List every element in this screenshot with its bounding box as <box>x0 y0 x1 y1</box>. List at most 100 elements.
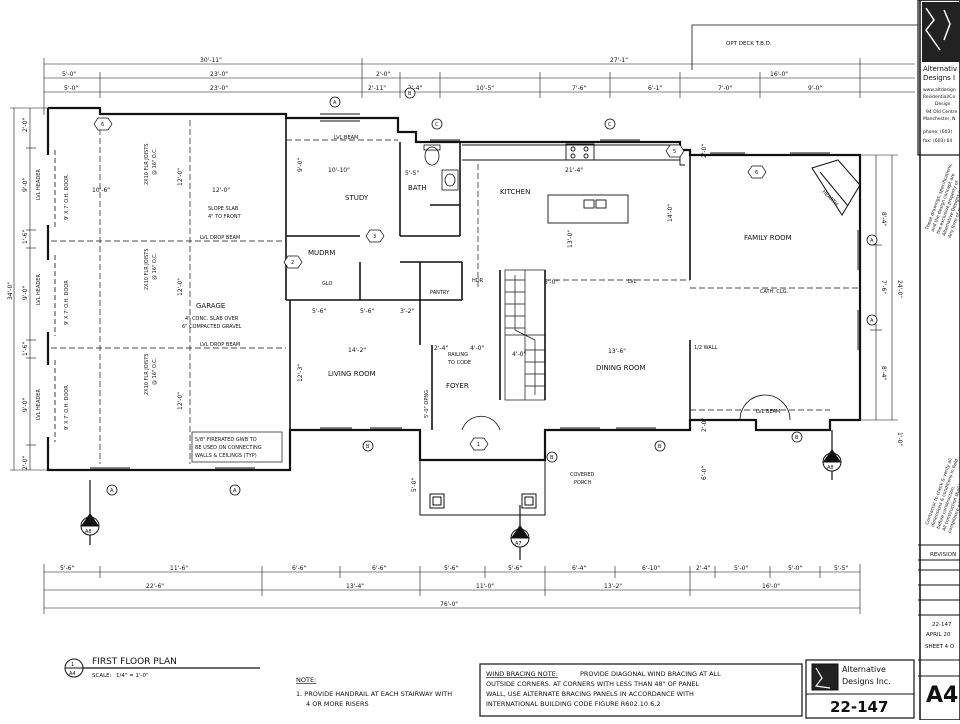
mud-glo: GLO <box>322 281 332 287</box>
window-tags <box>93 117 767 451</box>
svg-text:8'-4": 8'-4" <box>880 366 887 380</box>
oh-door-2: 9' X 7' O.H. DOOR <box>64 280 70 325</box>
svg-text:B: B <box>829 456 833 462</box>
dim-bot-8: 6'-10" <box>642 565 660 572</box>
dim-top-overall-left: 30'-11" <box>200 57 222 64</box>
svg-text:A: A <box>870 238 874 244</box>
sheet-number-big: A4 <box>926 683 958 708</box>
slope-note-1: SLOPE SLAB <box>208 206 239 212</box>
svg-text:1: 1 <box>477 442 480 448</box>
dim-bot-1: 5'-6" <box>60 565 74 572</box>
dim-top-d: 2'-4" <box>408 85 422 92</box>
svg-text:A8: A8 <box>85 529 92 535</box>
railing-1: RAILING <box>448 352 468 358</box>
dim-porch: 5'-0" <box>411 478 418 492</box>
dim-fam-w: 2'-0" <box>701 144 708 158</box>
exterior-walls <box>46 106 862 472</box>
dim-top-c: 2'-11" <box>368 85 386 92</box>
plan-scale-label: SCALE: <box>92 673 112 679</box>
lvl-header-2: LVL HEADER <box>36 274 42 305</box>
svg-text:A: A <box>517 532 521 538</box>
family-door-swing <box>739 394 791 421</box>
svg-text:2'-0": 2'-0" <box>22 118 29 132</box>
garage-note-1: 4" CONC. SLAB OVER <box>185 316 239 322</box>
svg-text:C: C <box>87 520 91 526</box>
dim-dining-w: 13'-6" <box>608 348 626 355</box>
dim-lr-3: 3'-2" <box>400 308 414 315</box>
garage-note-2: 6" COMPACTED GRAVEL <box>182 324 242 330</box>
project-number: 22-147 <box>830 698 888 716</box>
dim-top-i: 9'-0" <box>808 85 822 92</box>
dim-bot-6: 5'-6" <box>508 565 522 572</box>
dim-top-f: 7'-6" <box>572 85 586 92</box>
bracing-line-2: OUTSIDE CORNERS. AT CORNERS WITH LESS TH… <box>486 680 700 688</box>
dim-bot-bb2: 13'-4" <box>346 583 364 590</box>
bracing-heading: WIND BRACING NOTE: <box>486 670 558 678</box>
fire-note-3: WALLS & CEILINGS (TYP) <box>195 453 257 459</box>
right-dims-text: 8'-4" 7'-6" 24'-0" 8'-4" 1'-0" <box>880 212 903 446</box>
room-foyer: FOYER <box>446 382 469 390</box>
room-garage: GARAGE <box>196 302 225 310</box>
fire-note-box <box>191 431 283 463</box>
oh-door-1: 9' X 7' O.H. DOOR <box>64 175 70 220</box>
dim-top-3: 2'-0" <box>376 71 390 78</box>
lvl-header-1: LVL HEADER <box>36 169 42 200</box>
room-dining: DINING ROOM <box>596 364 646 372</box>
optional-deck <box>691 24 918 70</box>
room-living: LIVING ROOM <box>328 370 376 378</box>
dim-top-11: 16'-0" <box>770 71 788 78</box>
right-dimension-lines <box>860 154 898 421</box>
porch-2: PORCH <box>574 480 592 486</box>
dim-top-1: 5'-0" <box>62 71 76 78</box>
dim-foyer-h: 4'-0" <box>512 351 526 358</box>
joist-2: 2X10 FLR JOISTS <box>144 248 150 290</box>
dim-top-overall-right: 27'-1" <box>610 57 628 64</box>
firm-address-1: 94 Old Centre <box>926 109 958 115</box>
joist-1: 2X10 FLR JOISTS <box>144 143 150 185</box>
dim-top-2: 23'-0" <box>210 71 228 78</box>
dim-stair: 5'-0" <box>544 279 558 286</box>
room-pantry: PANTRY <box>430 290 450 296</box>
note-heading: NOTE: <box>296 676 316 684</box>
room-bath: BATH <box>408 184 427 192</box>
dim-bottom-overall: 76'-0" <box>440 601 458 608</box>
windows <box>90 113 859 469</box>
lvl-label: LVL <box>628 279 637 285</box>
note-line-2: 4 OR MORE RISERS <box>306 700 369 708</box>
date-label: APRIL 20 <box>926 632 951 638</box>
kitchen-counters <box>462 143 685 224</box>
room-family: FAMILY ROOM <box>744 234 792 242</box>
dim-foyer-2: 2'-4" <box>434 345 448 352</box>
dim-garage-1: 10'-6" <box>92 187 110 194</box>
deck-label: OPT DECK T.B.D. <box>726 41 772 47</box>
left-dims-text: 34'-0" 2'-0" 9'-0" 1'-6" 9'-0" 1'-6" 9'-… <box>7 118 29 470</box>
note-line-1: 1. PROVIDE HANDRAIL AT EACH STAIRWAY WIT… <box>296 690 452 698</box>
dim-kitchen-h: 14'-0" <box>667 204 674 222</box>
contractor-note: Contractor to check & verify all dimensi… <box>924 458 960 534</box>
firm-logo <box>922 2 960 62</box>
dim-opening: 5'-0" OPNG <box>424 390 430 418</box>
grid-tag-letters: A B C C A A B B B B A A <box>110 91 874 494</box>
dim-garage-4: 12'-0" <box>177 278 184 296</box>
hdr-label: HDR <box>472 278 484 284</box>
svg-text:A7: A7 <box>515 541 522 547</box>
svg-text:A8: A8 <box>827 465 834 471</box>
covered-porch <box>419 460 546 516</box>
dim-bot-11: 5'-0" <box>788 565 802 572</box>
revision-label: REVISION <box>930 552 956 558</box>
joist-3: 2X10 FLR JOISTS <box>144 353 150 395</box>
section-marker-b: B A8 <box>822 430 842 480</box>
plan-title-tag: 1 A4 <box>64 658 260 678</box>
slope-note-2: 4" TO FRONT <box>208 214 242 220</box>
dim-bot-4: 6'-6" <box>372 565 386 572</box>
svg-text:2'-0": 2'-0" <box>22 456 29 470</box>
svg-text:C: C <box>608 122 612 128</box>
svg-text:9'-0": 9'-0" <box>22 398 29 412</box>
dim-top-b: 23'-0" <box>210 85 228 92</box>
firm-name-header-1: Alternativ <box>923 65 957 73</box>
svg-text:A: A <box>110 488 114 494</box>
svg-text:A: A <box>870 318 874 324</box>
svg-text:6: 6 <box>755 170 758 176</box>
beams <box>51 120 860 464</box>
dim-living-w: 14'-2" <box>348 347 366 354</box>
